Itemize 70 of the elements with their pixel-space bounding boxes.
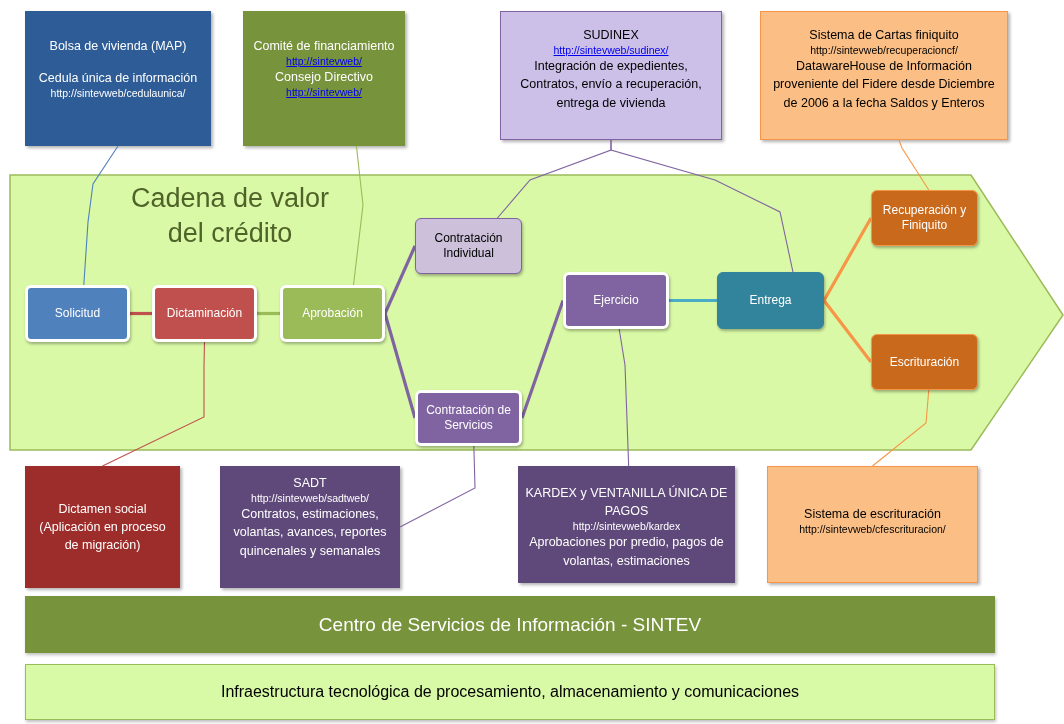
connector-line: [383, 245, 417, 315]
system-box: [25, 11, 211, 146]
system-box: [760, 11, 1008, 140]
process-box: [25, 285, 130, 342]
layer-band: [25, 596, 995, 653]
system-description: Consejo Directivo: [275, 69, 373, 87]
system-box: [518, 466, 735, 583]
band-label: Centro de Servicios de Información - SINTEV: [318, 612, 702, 637]
url-link: http://sintevweb/: [286, 55, 362, 69]
system-description: SADT: [293, 475, 327, 492]
system-box: [25, 466, 180, 588]
url-text: http://sintevweb/cfescrituracion/: [799, 523, 946, 537]
leader-line: [618, 328, 630, 467]
leader-line: [610, 139, 794, 273]
process-label: Recuperación y Finiquito: [881, 203, 968, 233]
connector-line: [383, 313, 417, 419]
system-description: SUDINEX: [583, 27, 639, 44]
process-label: Ejercicio: [593, 293, 639, 308]
process-box: [280, 285, 385, 342]
layer-band: [25, 664, 995, 720]
system-description: DatawareHouse de Información proveniente del Fidere desde Diciembre de 2006 a la fecha Saldos y Enteros: [772, 58, 996, 112]
band-label: Infraestructura tecnológica de procesamiento, almacenamiento y comunicaciones: [220, 682, 800, 702]
system-box: [767, 466, 978, 583]
process-box: [717, 272, 824, 329]
system-description: Bolsa de vivienda (MAP): [49, 38, 187, 55]
leader-line: [871, 389, 930, 467]
leader-line: [101, 341, 206, 467]
connector-line: [520, 299, 565, 419]
url-text: http://sintevweb/kardex: [572, 520, 681, 534]
url-link: http://sintevweb/: [286, 86, 362, 100]
system-box: [220, 466, 400, 588]
process-box: [415, 218, 522, 274]
system-description: Aprobaciones por predio, pagos de volantas, estimaciones: [528, 534, 725, 570]
system-description: KARDEX y VENTANILLA ÚNICA DE PAGOS: [524, 484, 729, 521]
process-label: Contratación Individual: [433, 231, 504, 261]
process-label: Aprobación: [302, 306, 363, 321]
leader-line: [352, 145, 364, 286]
system-description: Contratos, estimaciones, volantas, avances, reportes quincenales y semanales: [232, 506, 388, 560]
system-description: Cedula única de información: [38, 70, 198, 88]
leader-line: [83, 145, 119, 286]
process-label: Contratación de Servicios: [425, 403, 512, 433]
system-description: Integración de expedientes, Contratos, envío a recuperación, entrega de vivienda: [519, 58, 703, 112]
process-box: [152, 285, 257, 342]
process-label: Escrituración: [889, 354, 960, 370]
system-box: [243, 11, 405, 146]
connector-line: [669, 298, 717, 303]
process-box: [415, 390, 522, 446]
value-chain-chevron: [10, 175, 1064, 450]
connector-line: [257, 311, 280, 316]
process-box: [563, 272, 669, 329]
process-box: [871, 334, 978, 390]
chain-title: Cadena de valor del crédito: [129, 182, 331, 251]
process-box: [871, 190, 978, 246]
system-description: Sistema de Cartas finiquito: [809, 27, 959, 44]
url-link: http://sintevweb/sudinex/: [553, 44, 669, 58]
process-label: Entrega: [749, 293, 792, 308]
system-description: Sistema de escrituración: [804, 506, 941, 523]
url-text: http://sintevweb/recuperacioncf/: [810, 44, 958, 58]
system-description: Dictamen social (Aplicación en proceso de migración): [38, 500, 167, 555]
url-text: http://sintevweb/sadtweb/: [251, 492, 369, 506]
process-label: Dictaminación: [166, 306, 243, 321]
url-text: http://sintevweb/cedulaunica/: [50, 87, 186, 101]
system-description: Comité de financiamiento: [253, 38, 395, 55]
connector-line: [130, 311, 152, 316]
connector-line: [822, 299, 873, 363]
process-label: Solicitud: [54, 306, 101, 321]
leader-line: [399, 445, 476, 528]
connector-line: [822, 217, 873, 302]
leader-line: [898, 139, 930, 191]
system-box: [500, 11, 722, 140]
